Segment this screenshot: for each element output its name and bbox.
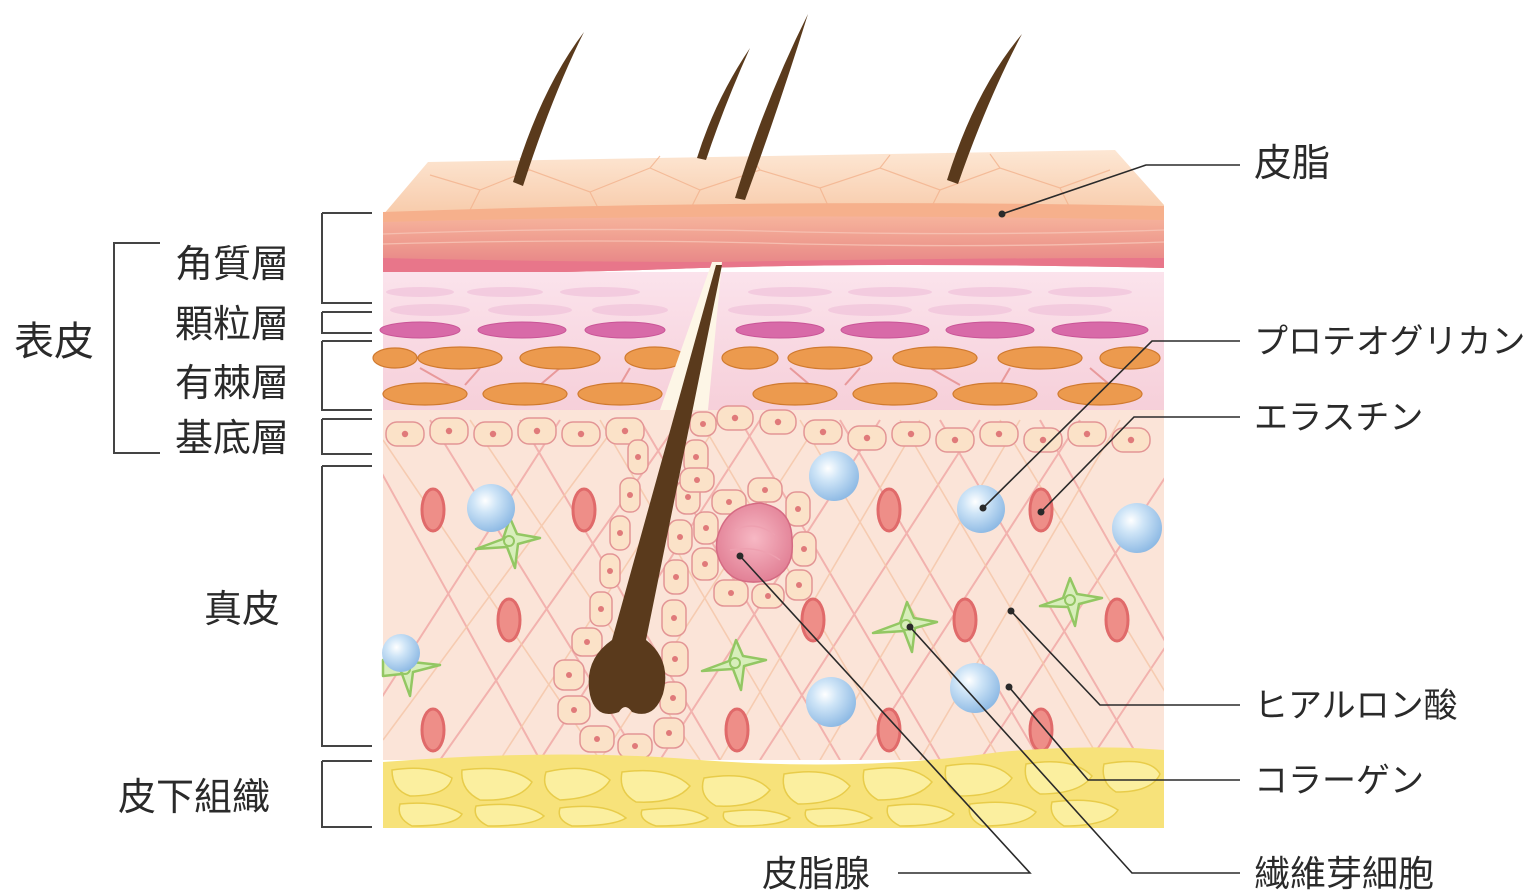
stratum-corneum-label: 角質層 [175,242,289,286]
fibroblast-label: 繊維芽細胞 [1254,854,1434,893]
collagen-label: コラーゲン [1254,761,1424,801]
stratum-basale-label: 基底層 [175,416,289,460]
stratum-spinosum-label: 有棘層 [175,361,289,405]
skin-block [373,150,1170,828]
dermis-label: 真皮 [204,587,280,631]
epidermis-label: 表皮 [14,319,94,365]
sebaceous-gland-label: 皮脂腺 [762,854,870,893]
sebum-label: 皮脂 [1254,141,1330,185]
proteoglycan-label: プロテオグリカン [1254,322,1525,362]
stratum-granulosum-label: 顆粒層 [175,302,289,346]
subcutis-label: 皮下組織 [118,775,270,819]
hyaluronic-acid-label: ヒアルロン酸 [1254,686,1458,726]
elastin-label: エラスチン [1254,398,1423,438]
